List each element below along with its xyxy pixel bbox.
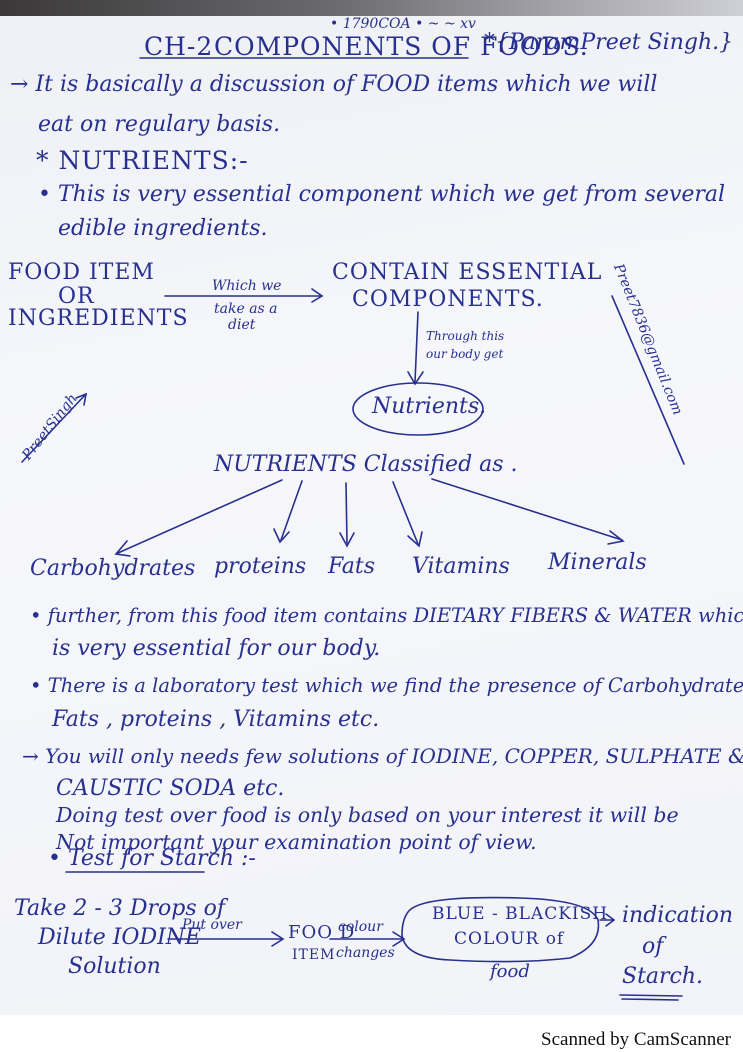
nutrients-desc-line-2: edible ingredients. xyxy=(58,216,268,241)
arrow-vitamins xyxy=(392,481,419,545)
classification-heading: NUTRIENTS Classified as . xyxy=(214,452,518,477)
page-top-shadow xyxy=(0,0,743,16)
note-line-2: is very essential for our body. xyxy=(52,636,381,661)
starch-left-line-1: Take 2 - 3 Drops of xyxy=(14,896,225,921)
starch-result-line-2: COLOUR of xyxy=(454,929,565,949)
note-line-3: • There is a laboratory test which we fi… xyxy=(30,674,743,697)
class-item-fats: Fats xyxy=(328,554,376,579)
arrow-fats xyxy=(345,482,348,544)
flow-arrow-label-top: Which we xyxy=(212,278,282,294)
flow-result-nutrients: Nutrients. xyxy=(372,394,487,419)
flow-contain-essential: CONTAIN ESSENTIAL xyxy=(332,260,603,285)
starch-result-line-3: food xyxy=(490,961,530,982)
flow-down-label-1: Through this xyxy=(426,329,505,343)
author-signature: *{ParamPreet Singh.} xyxy=(484,30,734,55)
note-line-5: → You will only needs few solutions of I… xyxy=(22,744,743,768)
top-scribble: • 1790COA • ~ ~ xv xyxy=(330,16,476,32)
starch-arrow-changes: changes xyxy=(336,945,395,961)
page-title: COMPONENTS OF FOODS. xyxy=(214,32,589,61)
class-item-vitamins: Vitamins xyxy=(412,554,510,579)
right-margin-line xyxy=(611,295,685,465)
flow-food-item: FOOD ITEM xyxy=(8,260,155,285)
result-bubble xyxy=(401,896,600,963)
starch-arrow-colour: colour xyxy=(338,919,383,935)
note-line-6: CAUSTIC SODA etc. xyxy=(56,776,285,801)
intro-line-1: → It is basically a discussion of FOOD i… xyxy=(10,72,658,97)
flow-down-label-2: our body get xyxy=(426,347,504,361)
starch-left-line-3: Solution xyxy=(68,954,161,979)
note-line-7: Doing test over food is only based on yo… xyxy=(56,803,679,827)
scanner-watermark: Scanned by CamScanner xyxy=(541,1029,731,1050)
left-margin-line xyxy=(21,393,87,463)
class-item-proteins: proteins xyxy=(214,554,307,579)
scanner-footer: Scanned by CamScanner xyxy=(0,1015,743,1052)
class-item-minerals: Minerals xyxy=(548,550,647,575)
starch-arrow-put-over: Put over xyxy=(182,917,242,933)
arrow-proteins xyxy=(280,480,303,541)
nutrients-heading: * NUTRIENTS:- xyxy=(36,146,249,175)
starch-left-line-2: Dilute IODINE xyxy=(38,925,202,950)
arrow-carbohydrates xyxy=(117,479,283,554)
class-item-carbohydrates: Carbohydrates xyxy=(30,556,196,581)
note-line-1: • further, from this food item contains … xyxy=(30,604,743,627)
intro-line-2: eat on regulary basis. xyxy=(38,112,281,137)
starch-food: FOO D xyxy=(288,922,356,943)
flow-arrow-down xyxy=(414,311,419,383)
starch-result-line-1: BLUE - BLACKISH xyxy=(432,904,609,924)
starch-end-line-3: Starch. xyxy=(622,964,704,989)
starch-end-line-2: of xyxy=(642,934,664,959)
note-line-4: Fats , proteins , Vitamins etc. xyxy=(52,707,380,732)
flow-arrow-label-bottom-2: diet xyxy=(228,317,256,333)
note-line-8: Not important your examination point of … xyxy=(56,830,537,854)
notebook-page: • 1790COA • ~ ~ xv CH-2 COMPONENTS OF FO… xyxy=(0,0,743,1015)
flow-or: OR xyxy=(58,284,95,309)
arrow-minerals xyxy=(431,478,623,541)
flow-arrow-diet-head xyxy=(311,288,324,303)
flow-ingredients: INGREDIENTS xyxy=(8,306,189,331)
flow-arrow-label-bottom-1: take as a xyxy=(214,301,278,317)
starch-item: ITEM xyxy=(292,947,336,963)
flow-components: COMPONENTS. xyxy=(352,287,544,312)
starch-end-line-1: indication xyxy=(622,903,734,928)
starch-heading: • Test for Starch :- xyxy=(48,846,256,871)
flow-arrow-down-head xyxy=(407,371,424,386)
nutrients-desc-line-1: • This is very essential component which… xyxy=(38,182,726,207)
ink-drawing-layer xyxy=(21,57,685,1001)
nutrients-ellipse xyxy=(352,382,484,436)
chapter-number: CH-2 xyxy=(144,32,214,61)
